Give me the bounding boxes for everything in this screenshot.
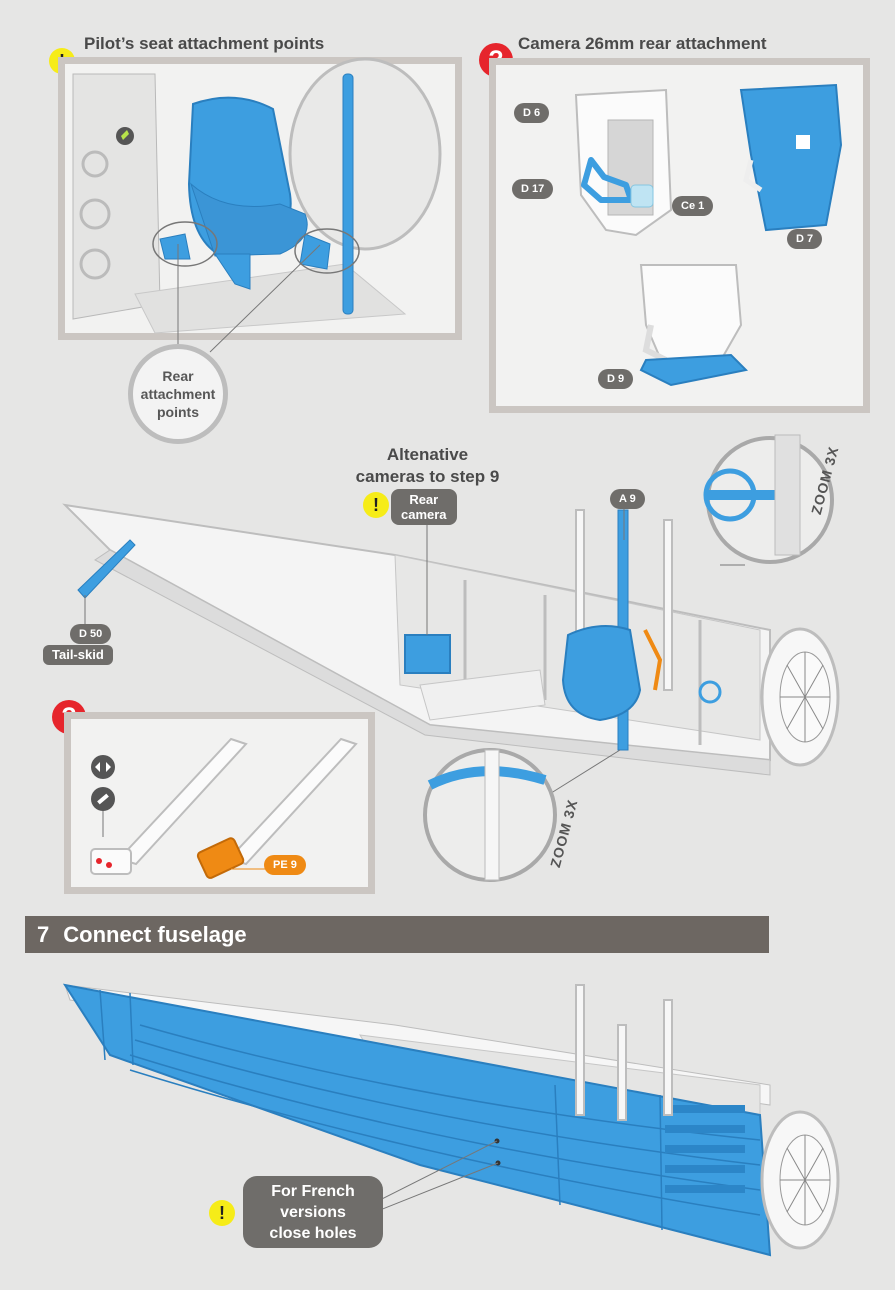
rear-attachment-callout: Rear attachment points: [128, 344, 228, 444]
seat-panel-frame: [58, 57, 462, 340]
camera-panel-title: Camera 26mm rear attachment: [518, 34, 767, 53]
part-label-d7: D 7: [787, 229, 823, 249]
part-label-d9: D 9: [598, 369, 634, 389]
french-version-note: For French versions close holes: [243, 1176, 383, 1248]
warning-icon: !: [363, 492, 389, 518]
alternative-cameras-title: Altenative cameras to step 9: [355, 445, 500, 486]
skid-options-frame: [64, 712, 375, 894]
part-label-pe9: PE 9: [264, 855, 306, 875]
connected-fuselage-illustration: [62, 983, 840, 1257]
fuselage-interior-illustration: [62, 434, 840, 882]
warning-icon: !: [209, 1200, 235, 1226]
rear-camera-label: Rear camera: [391, 489, 457, 525]
part-label-d6: D 6: [514, 103, 550, 123]
step-number: 7: [37, 921, 50, 947]
part-label-a9: A 9: [610, 489, 645, 509]
part-label-d17: D 17: [512, 179, 554, 199]
seat-panel-title: Pilot’s seat attachment points: [84, 34, 325, 53]
tail-skid-label: Tail-skid: [43, 645, 113, 665]
seat-illustration: [65, 57, 455, 334]
step-header: 7 Connect fuselage: [25, 916, 769, 953]
part-label-d50: D 50: [70, 624, 112, 644]
skid-options-illustration: [71, 719, 368, 887]
step-title: Connect fuselage: [63, 921, 247, 947]
part-label-ce1: Ce 1: [672, 196, 714, 216]
